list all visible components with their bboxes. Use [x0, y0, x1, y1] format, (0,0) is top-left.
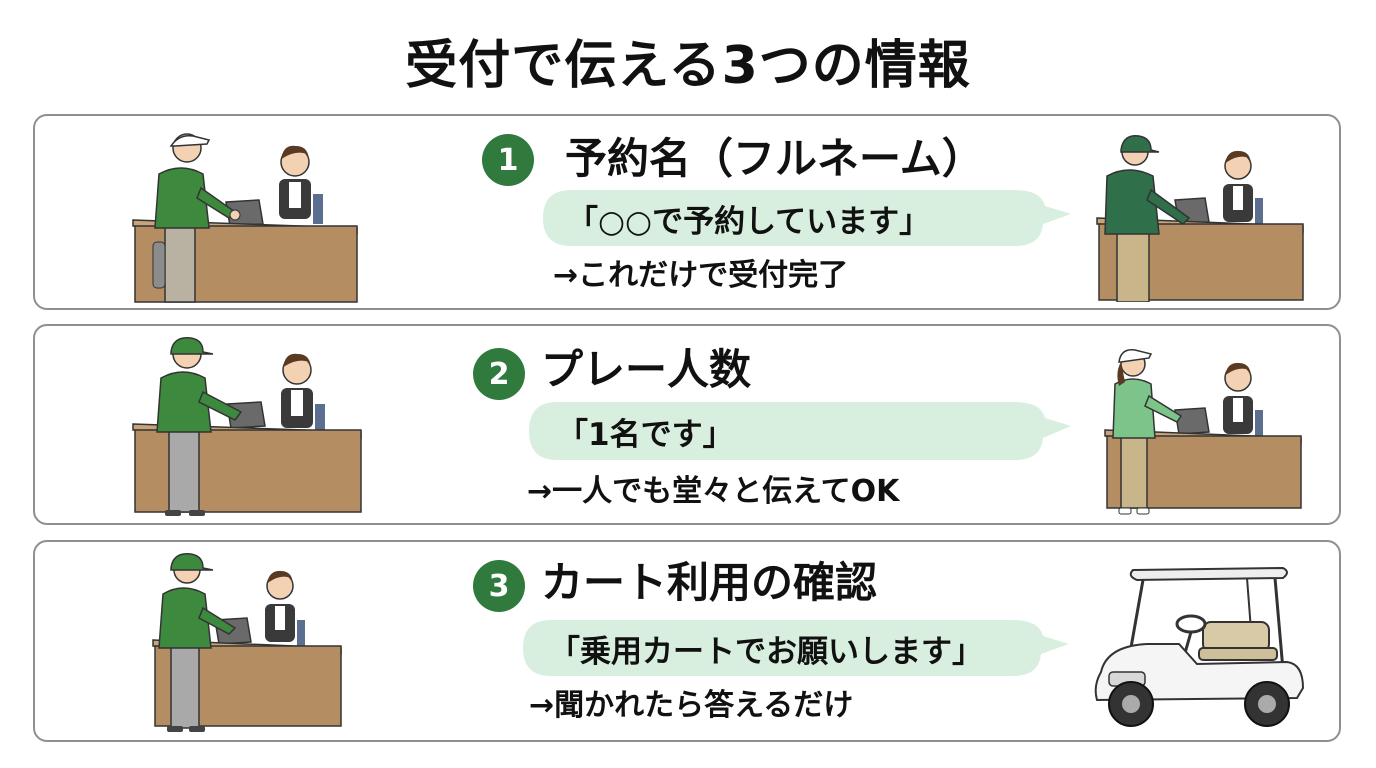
step-heading: プレー人数 [541, 345, 752, 394]
reception-scene-illustration [132, 133, 358, 303]
reception-scene-illustration [1096, 135, 1304, 302]
reception-scene-illustration [152, 553, 342, 732]
step-heading: カート利用の確認 [541, 558, 878, 607]
speech-bubble: 「1名です」 [527, 400, 1073, 462]
info-card-reservation-name: 1 予約名（フルネーム） 「○○で予約しています」 →これだけで受付完了 [33, 114, 1341, 310]
info-card-player-count: 2 プレー人数 「1名です」 →一人でも堂々と伝えてOK [33, 324, 1341, 525]
step-number-badge: 2 [473, 348, 525, 400]
reception-scene-illustration [132, 337, 362, 516]
step-note: →聞かれたら答えるだけ [529, 688, 854, 723]
speech-text: 「乗用カートでお願いします」 [549, 633, 983, 670]
step-number-badge: 3 [473, 560, 525, 612]
golf-cart-illustration [1094, 566, 1305, 727]
speech-text: 「○○で予約しています」 [567, 203, 931, 240]
speech-bubble: 「乗用カートでお願いします」 [521, 618, 1071, 678]
step-note: →一人でも堂々と伝えてOK [527, 474, 900, 509]
speech-bubble: 「○○で予約しています」 [541, 188, 1073, 248]
info-card-cart-use: 3 カート利用の確認 「乗用カートでお願いします」 →聞かれたら答えるだけ [33, 540, 1341, 742]
reception-scene-illustration [1104, 349, 1302, 515]
page-title: 受付で伝える3つの情報 [405, 36, 971, 96]
step-heading: 予約名（フルネーム） [565, 134, 984, 183]
step-number-badge: 1 [482, 134, 534, 186]
speech-text: 「1名です」 [557, 416, 734, 453]
step-note: →これだけで受付完了 [553, 258, 849, 293]
